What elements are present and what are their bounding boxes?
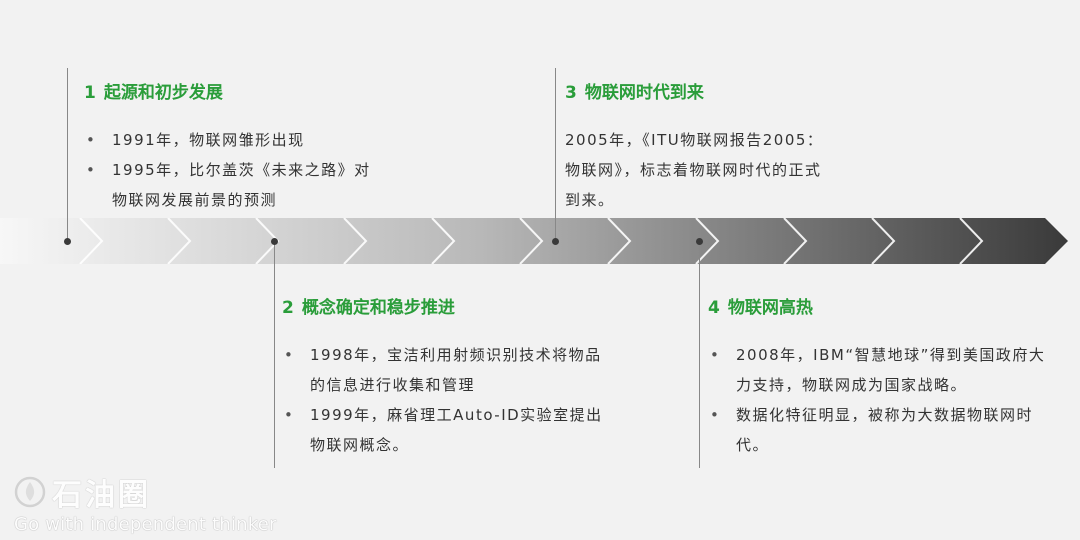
section-paragraph: 2005年，《ITU物联网报告2005：物联网》，标志着物联网时代的正式到来。 — [565, 131, 824, 209]
chevron-separator — [959, 218, 984, 264]
connector-line-2 — [274, 240, 275, 468]
timeline-arrow-band — [0, 218, 1068, 264]
arrow-band-body — [0, 218, 1068, 264]
section-4: 4 物联网高热 2008年，IBM“智慧地球”得到美国政府大力支持，物联网成为国家… — [708, 293, 1053, 460]
section-1: 1 起源和初步发展 1991年，物联网雏形出现 1995年，比尔盖茨《未来之路》对… — [84, 78, 384, 215]
section-title-text: 概念确定和稳步推进 — [301, 298, 455, 318]
chevron-separator — [695, 218, 720, 264]
section-number: 3 — [565, 83, 577, 103]
section-title-text: 起源和初步发展 — [103, 83, 223, 103]
list-item: 1991年，物联网雏形出现 — [84, 125, 384, 155]
connector-line-4 — [699, 240, 700, 468]
chevron-separator — [79, 218, 104, 264]
list-item: 2008年，IBM“智慧地球”得到美国政府大力支持，物联网成为国家战略。 — [708, 340, 1053, 400]
section-item-list: 1998年，宝洁利用射频识别技术将物品的信息进行收集和管理 1999年，麻省理工… — [282, 340, 612, 460]
chevron-separator — [343, 218, 368, 264]
timeline-dot-4 — [696, 238, 703, 245]
watermark-slogan: Go with independent thinker — [14, 514, 277, 535]
section-item-list: 2008年，IBM“智慧地球”得到美国政府大力支持，物联网成为国家战略。 数据化… — [708, 340, 1053, 460]
section-title-text: 物联网时代到来 — [584, 83, 704, 103]
chevron-separator — [431, 218, 456, 264]
chevron-separator — [255, 218, 280, 264]
chevron-separator — [783, 218, 808, 264]
oil-drop-logo-icon — [14, 476, 46, 508]
watermark-name: 石油圈 — [52, 478, 151, 513]
chevron-separator — [607, 218, 632, 264]
section-title: 4 物联网高热 — [708, 293, 1053, 318]
timeline-dot-2 — [271, 238, 278, 245]
section-title: 3 物联网时代到来 — [565, 78, 835, 103]
list-item: 1999年，麻省理工Auto-ID实验室提出物联网概念。 — [282, 400, 612, 460]
chevron-separator — [519, 218, 544, 264]
section-title: 2 概念确定和稳步推进 — [282, 293, 612, 318]
connector-line-3 — [555, 68, 556, 242]
section-number: 2 — [282, 298, 294, 318]
connector-line-1 — [67, 68, 68, 242]
section-number: 4 — [708, 298, 720, 318]
list-item: 1998年，宝洁利用射频识别技术将物品的信息进行收集和管理 — [282, 340, 612, 400]
section-3: 3 物联网时代到来 2005年，《ITU物联网报告2005：物联网》，标志着物联网… — [565, 78, 835, 215]
section-item-list: 1991年，物联网雏形出现 1995年，比尔盖茨《未来之路》对物联网发展前景的预… — [84, 125, 384, 215]
section-title-text: 物联网高热 — [727, 298, 813, 318]
timeline-dot-1 — [64, 238, 71, 245]
timeline-dot-3 — [552, 238, 559, 245]
section-2: 2 概念确定和稳步推进 1998年，宝洁利用射频识别技术将物品的信息进行收集和管理… — [282, 293, 612, 460]
list-item: 1995年，比尔盖茨《未来之路》对物联网发展前景的预测 — [84, 155, 384, 215]
watermark: 石油圈 Go with independent thinker — [14, 470, 277, 535]
list-item: 数据化特征明显，被称为大数据物联网时代。 — [708, 400, 1053, 460]
section-number: 1 — [84, 83, 96, 103]
section-title: 1 起源和初步发展 — [84, 78, 384, 103]
chevron-separator — [871, 218, 896, 264]
chevron-separator — [167, 218, 192, 264]
